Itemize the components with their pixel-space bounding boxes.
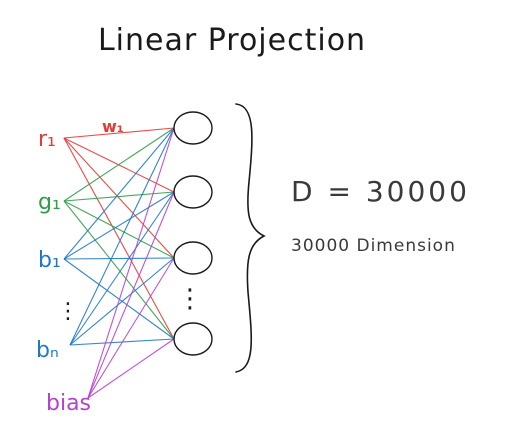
edge-input5-node1 [69, 127, 175, 346]
edge-input6-node2 [87, 191, 175, 399]
output-ellipsis: ⋮ [177, 284, 203, 314]
input-label-b1: b₁ [38, 248, 61, 273]
edge-input5-node3 [69, 257, 175, 346]
output-node-4 [173, 322, 213, 356]
input-label-g1: g₁ [38, 190, 61, 215]
output-node-1 [173, 111, 213, 145]
edge-input3-node1 [63, 127, 175, 260]
output-node-3 [173, 241, 213, 275]
edge-input6-node4 [87, 338, 175, 399]
edge-input6-node1 [87, 127, 175, 399]
edge-input2-node4 [63, 200, 175, 340]
edge-input2-node1 [63, 127, 175, 202]
dimension-description: 30000 Dimension [291, 236, 456, 256]
input-label-r1: r₁ [38, 127, 56, 152]
edge-input6-node3 [87, 257, 175, 399]
edge-input1-node1 [63, 127, 175, 139]
edge-input3-node3 [63, 257, 175, 260]
input-label-bn: bₙ [36, 338, 59, 363]
weight-label-w1: w₁ [102, 117, 124, 136]
input-ellipsis: ⋮ [57, 299, 79, 324]
edge-input3-node2 [63, 191, 175, 260]
edge-input1-node3 [63, 137, 175, 259]
dimension-equation: D = 30000 [291, 175, 470, 208]
edge-input5-node2 [69, 191, 175, 346]
connection-lines [63, 127, 175, 399]
edge-input2-node3 [63, 200, 175, 259]
input-label-bias: bias [46, 391, 91, 416]
diagram-title: Linear Projection [98, 23, 366, 58]
grouping-brace [235, 103, 266, 373]
edge-input1-node4 [63, 137, 175, 340]
output-nodes [173, 111, 213, 356]
output-node-2 [173, 175, 213, 209]
edge-input2-node2 [63, 191, 175, 202]
